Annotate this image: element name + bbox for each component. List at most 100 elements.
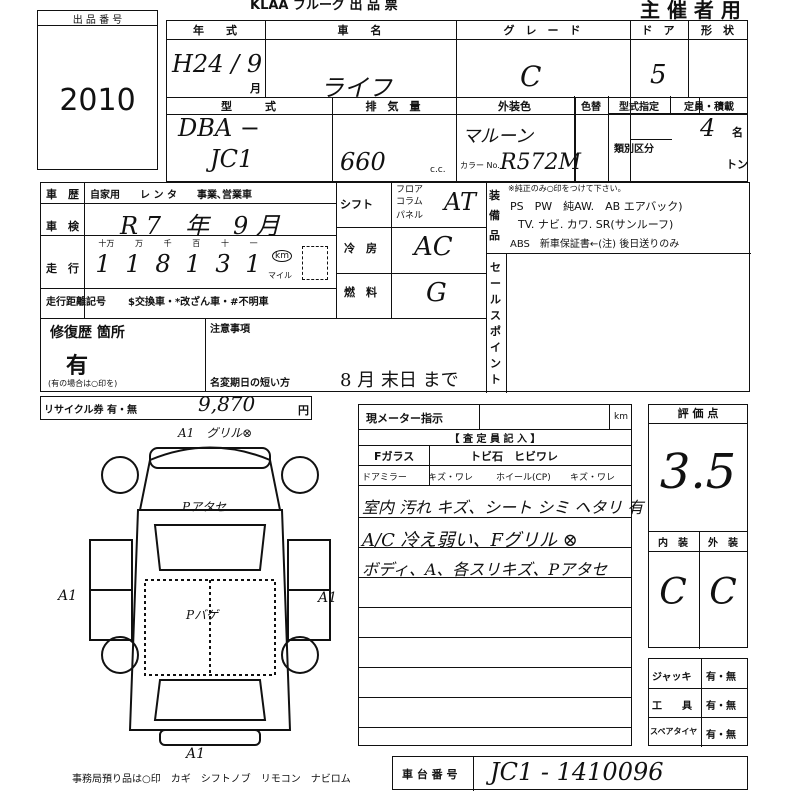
- record-label: 走行距離記号: [46, 297, 106, 308]
- shape-label: 形 状: [701, 24, 734, 37]
- capacity-unit: 名: [732, 126, 743, 139]
- deadline-label: 名変期日の短い方: [210, 378, 290, 389]
- inspection-value: R 7 年 9 月: [120, 212, 280, 240]
- year-value: H24 / 9: [172, 50, 263, 78]
- accessory-label: ジャッキ: [652, 672, 692, 683]
- record-options: $交換車・*改ざん車・#不明車: [128, 297, 269, 308]
- history-label: 車 歴: [46, 188, 79, 201]
- mileage-digits: 十万 万 千 百 十 一 1 1 8 1 3 1: [88, 236, 268, 288]
- chassis-box: [392, 756, 748, 791]
- model-label: 車 名: [337, 24, 382, 37]
- grade-label: グ レ ー ド: [503, 24, 581, 37]
- color-change-label: 色替: [581, 102, 601, 113]
- shift-option-floor: フロア: [396, 185, 424, 195]
- grade-value: C: [520, 60, 542, 93]
- mileage-box-dashed: [302, 246, 328, 280]
- office-note: 事務局預り品は○印 カギ シフトノブ リモコン ナビロム: [72, 774, 351, 785]
- lot-number: 2010: [59, 83, 136, 118]
- door-value: 5: [650, 60, 667, 90]
- inspector-header: 【 査 定 員 記 入 】: [449, 434, 541, 445]
- equipment-line-2: TV. ナビ. カワ. SR(サンルーフ): [518, 218, 674, 231]
- color-value: マルーン: [462, 126, 534, 147]
- meter-unit: km: [614, 412, 628, 422]
- color-no-value: R572M: [500, 150, 582, 175]
- equipment-line-1: PS PW 純AW. AB エアバック): [510, 200, 683, 213]
- shift-option-panel: パネル: [396, 211, 424, 221]
- mileage-digit: 1: [95, 250, 111, 278]
- inspector-box: [358, 404, 632, 746]
- color-label: 外装色: [498, 100, 531, 113]
- mileage-digit: 3: [215, 250, 231, 278]
- digit-label: 一: [249, 238, 258, 248]
- accessory-value: 有・無: [706, 701, 736, 712]
- exterior-label: 外 装: [708, 538, 738, 549]
- capacity-value: 4: [700, 114, 716, 142]
- hood-mark: Pアタセ: [182, 500, 227, 514]
- sales-point-label: セールスポイント: [490, 261, 501, 386]
- deadline-value: 8 月 末日 まで: [340, 370, 459, 391]
- mileage-digit: 1: [185, 250, 201, 278]
- left-mark: A1: [58, 588, 78, 604]
- mileage-digit: 8: [155, 250, 171, 278]
- digit-label: 万: [134, 238, 143, 248]
- equipment-side-label: 装 備 品: [489, 189, 511, 242]
- cc-unit: c.c.: [430, 165, 446, 175]
- usage-section: [40, 182, 751, 393]
- ac-label: 冷 房: [344, 242, 377, 255]
- km-label: km: [272, 250, 292, 262]
- accessory-value: 有・無: [706, 730, 736, 741]
- year-label: 年 式: [193, 24, 237, 37]
- accessories-box: [648, 658, 748, 747]
- caution-label: 注意事項: [210, 324, 250, 335]
- header-scrawl: KLAA ブルーグ 出 品 票: [250, 0, 398, 13]
- interior-label: 内 装: [658, 538, 688, 549]
- equipment-line-3: ABS 新車保証書←(注) 後日送りのみ: [510, 239, 680, 250]
- type-value-1: DBA −: [178, 114, 260, 142]
- repair-label: 修復歴 箇所: [50, 325, 125, 341]
- glass-label: Fガラス: [374, 450, 415, 463]
- wheel-options: キズ・ワレ: [570, 473, 616, 483]
- wheel-label: ホイール(CP): [496, 473, 551, 483]
- recycle-value: 9,870: [198, 392, 256, 416]
- color-no-label: カラー No.: [460, 161, 500, 170]
- shift-value: AT: [444, 188, 477, 216]
- glass-options: トビ石 ヒビワレ: [470, 450, 558, 463]
- accessory-label: スペアタイヤ: [650, 727, 698, 736]
- type-label: 型 式: [221, 100, 276, 113]
- chassis-value: JC1 - 1410096: [490, 758, 664, 786]
- history-options: 自家用 レ ン タ 事業､営業車: [90, 190, 252, 201]
- accessory-label: 工 具: [652, 701, 692, 712]
- equipment-note: ※純正のみ○印をつけて下さい。: [508, 184, 626, 193]
- displacement-label: 排 気 量: [365, 100, 421, 113]
- score-box: [648, 404, 748, 649]
- model-value: ライフ: [320, 74, 392, 102]
- capacity-label: 定員・積載: [684, 102, 734, 113]
- inspector-note: ボディ、A、各スリキズ、Pアタセ: [362, 560, 608, 579]
- inspector-note: 室内 汚れ キズ、シート シミ ヘタリ 有: [362, 498, 644, 517]
- sheet-title: 主 催 者 用: [640, 0, 741, 22]
- rear-mark: A1: [186, 746, 206, 762]
- digit-label: 十: [220, 238, 229, 248]
- mirror-options: キズ・ワレ: [428, 473, 474, 483]
- mile-label: マイル: [268, 271, 292, 280]
- digit-label: 十万: [98, 238, 115, 248]
- digit-label: 千: [163, 238, 172, 248]
- fuel-value: G: [426, 278, 447, 308]
- repair-value: 有: [66, 354, 89, 379]
- recycle-unit: 円: [298, 404, 309, 417]
- meter-label: 現メーター指示: [366, 412, 443, 425]
- mileage-digit: 1: [245, 250, 261, 278]
- displacement-value: 660: [340, 148, 386, 176]
- vehicle-info-grid: [166, 20, 748, 183]
- month-unit: 月: [250, 82, 261, 95]
- right-mark: A1: [318, 590, 338, 606]
- shift-label: シフト: [340, 198, 373, 211]
- chassis-label: 車 台 番 号: [402, 768, 458, 781]
- shift-option-column: コラム: [396, 197, 423, 207]
- digit-label: 百: [192, 238, 201, 248]
- score-value: 3.5: [659, 444, 737, 500]
- repair-note: (有の場合は○印を): [48, 379, 118, 388]
- lot-number-box: 出 品 番 号 2010: [37, 10, 158, 170]
- ton-unit: トン: [726, 158, 748, 171]
- designation-label: 型式指定: [619, 102, 659, 113]
